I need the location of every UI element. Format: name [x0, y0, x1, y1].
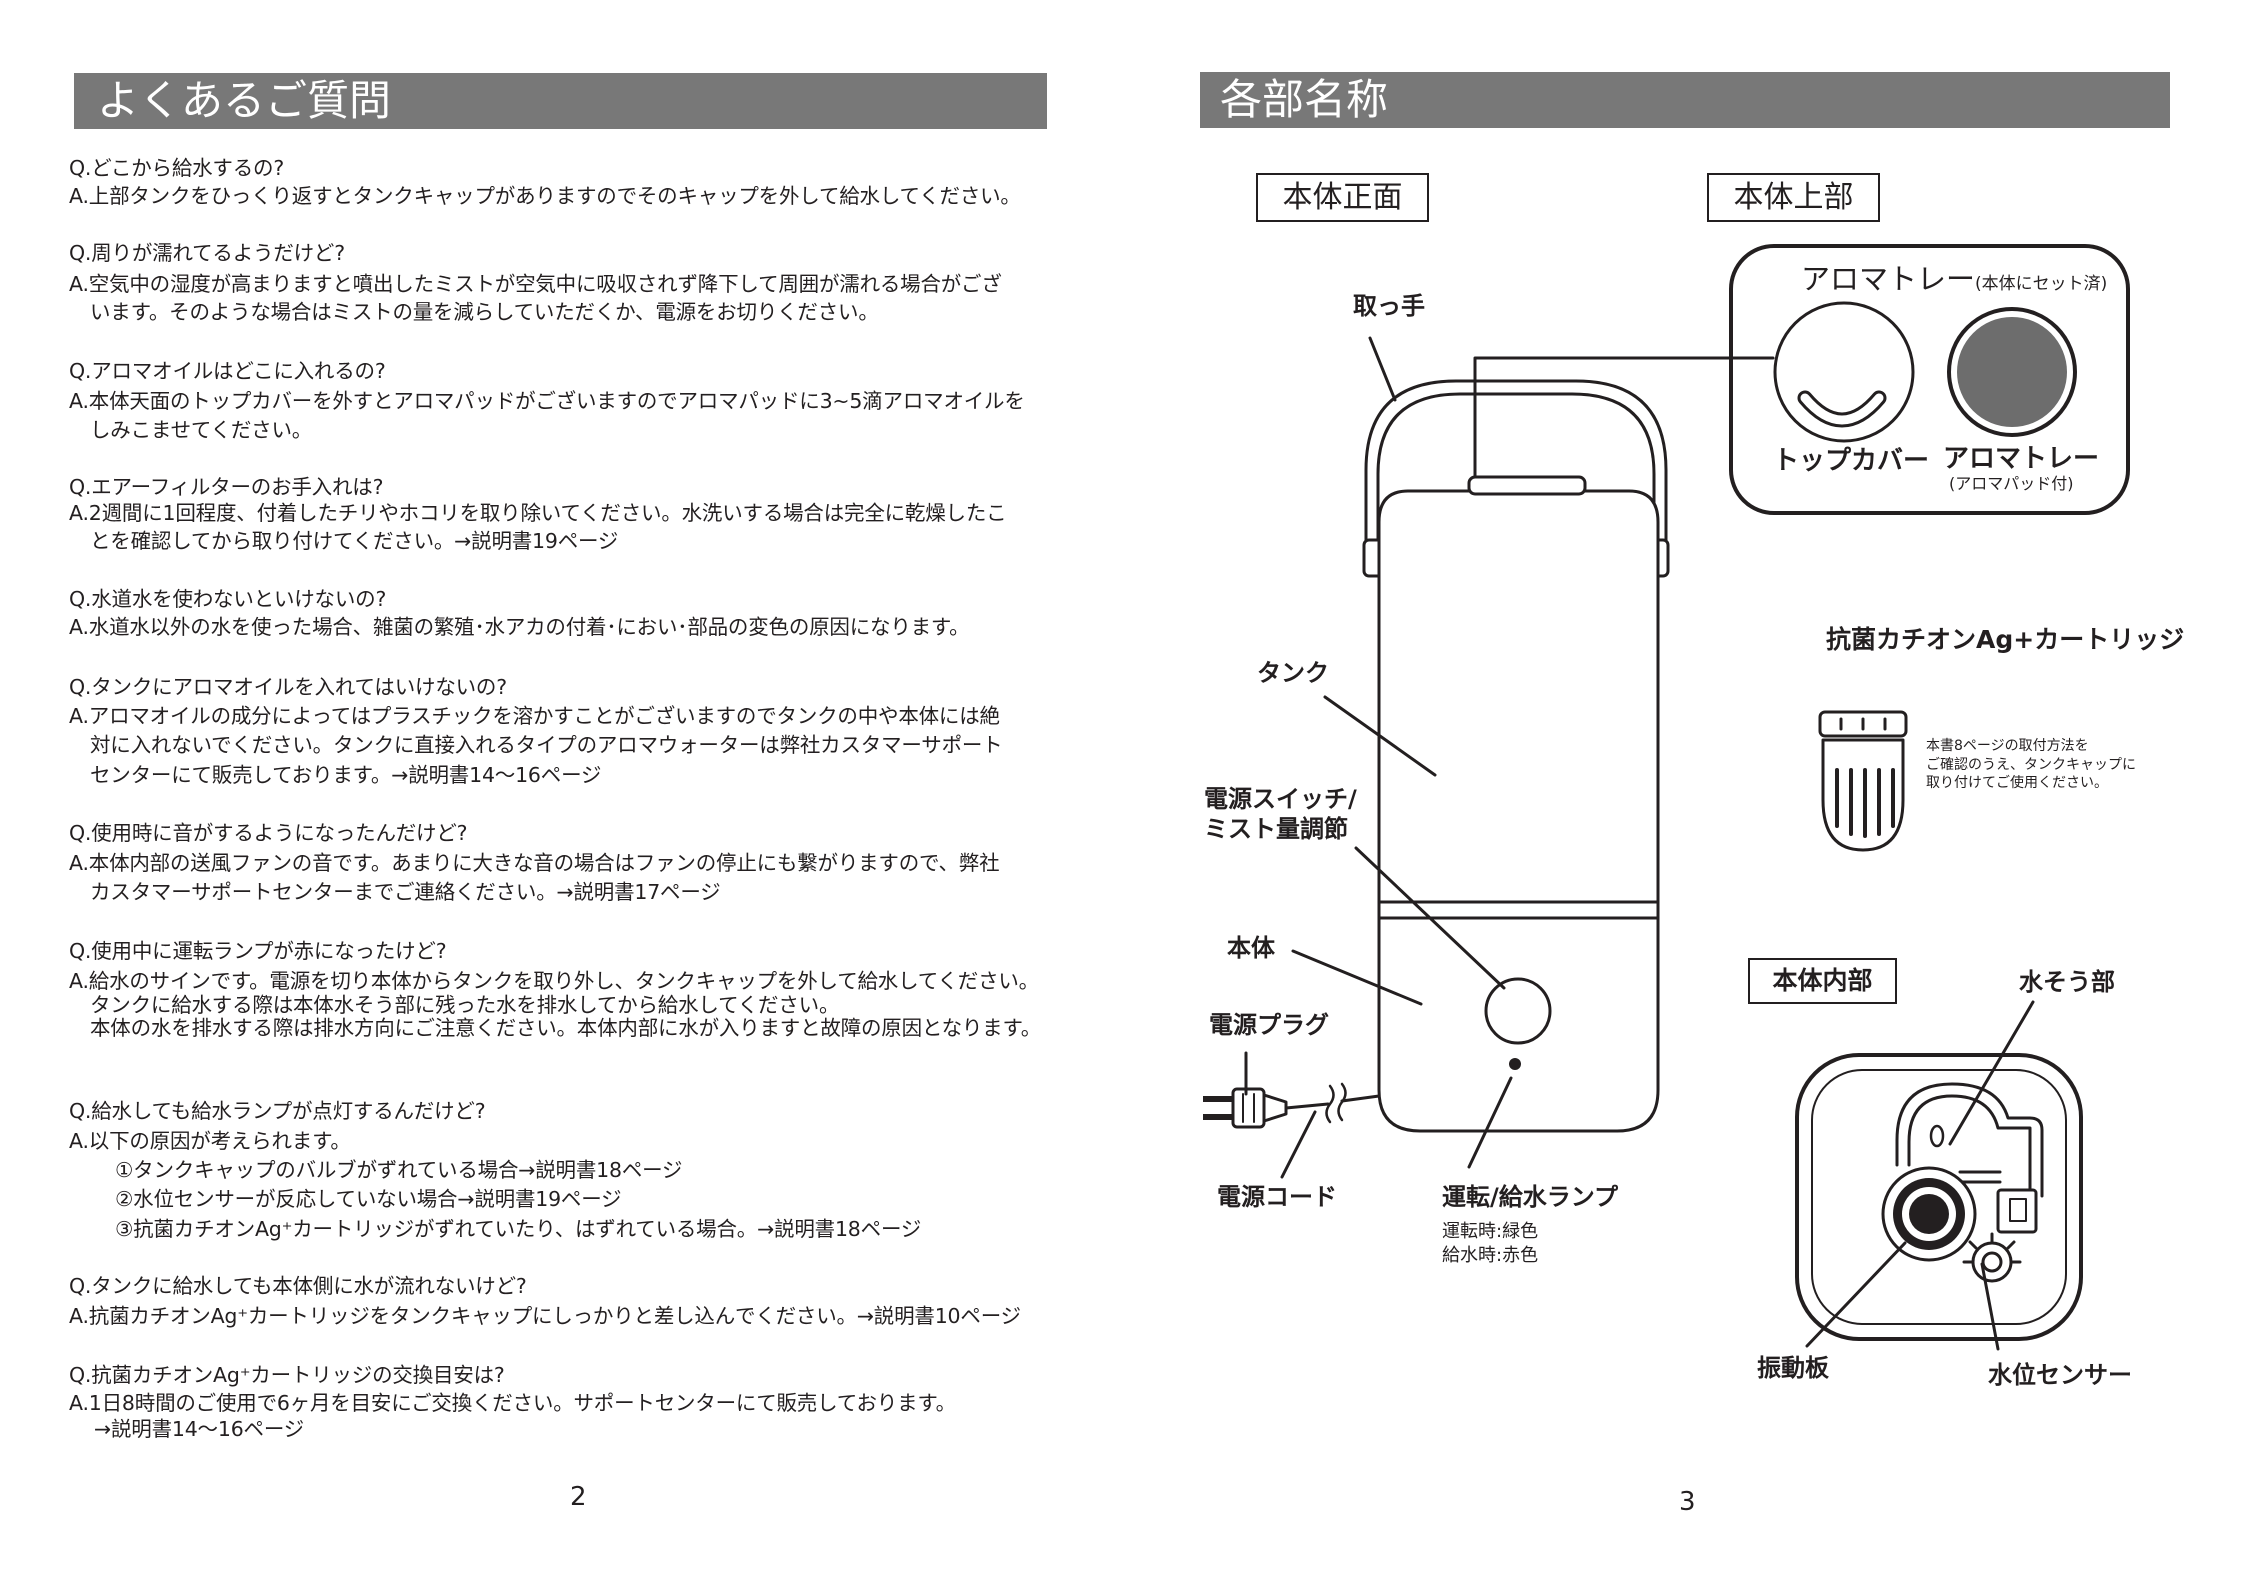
faq-answer: A.抗菌カチオンAg⁺カートリッジをタンクキャップにしっかりと差し込んでください…: [69, 1304, 1021, 1328]
body-label: 本体: [1227, 934, 1275, 962]
top-cover-circle: [1773, 301, 1915, 443]
faq-answer: A.本体内部の送風ファンの音です。あまりに大きな音の場合はファンの停止にも繋がり…: [69, 851, 1000, 875]
faq-question: Q.タンクに給水しても本体側に水が流れないけど?: [69, 1274, 527, 1298]
faq-answer-item: ③抗菌カチオンAg⁺カートリッジがずれていたり、はずれている場合。→説明書18ペ…: [115, 1217, 922, 1241]
cartridge-drawing: [1818, 710, 1908, 852]
aroma-tray-label: アロマトレー: [1943, 444, 2100, 474]
faq-question: Q.使用中に運転ランプが赤になったけど?: [69, 939, 447, 963]
front-view-title: 本体正面: [1256, 173, 1429, 222]
water-tank-area-label: 水そう部: [2019, 968, 2115, 996]
faq-question: Q.タンクにアロマオイルを入れてはいけないの?: [69, 675, 507, 699]
faq-answer: います。そのような場合はミストの量を減らしていただくか、電源をお切りください。: [90, 300, 879, 324]
faq-answer: A.アロマオイルの成分によってはプラスチックを溶かすことがございますのでタンクの…: [69, 704, 1000, 728]
faq-question: Q.給水しても給水ランプが点灯するんだけど?: [69, 1099, 486, 1123]
page-number: 3: [1679, 1487, 1696, 1517]
cartridge-note: 取り付けてご使用ください。: [1926, 775, 2108, 791]
faq-answer-item: ①タンクキャップのバルブがずれている場合→説明書18ページ: [115, 1158, 683, 1182]
faq-question: Q.アロマオイルはどこに入れるの?: [69, 359, 386, 383]
faq-question: Q.抗菌カチオンAg⁺カートリッジの交換目安は?: [69, 1363, 505, 1387]
cartridge-note: 本書8ページの取付方法を: [1926, 738, 2089, 754]
page-number: 2: [570, 1482, 587, 1512]
aroma-tray-heading: アロマトレー(本体にセット済): [1801, 262, 2107, 301]
aroma-tray-heading-label: アロマトレー: [1801, 262, 1976, 296]
faq-answer: 対に入れないでください。タンクに直接入れるタイプのアロマウォーターは弊社カスタマ…: [90, 733, 1003, 757]
faq-answer: A.水道水以外の水を使った場合、雑菌の繁殖･水アカの付着･におい･部品の変色の原…: [69, 615, 970, 639]
aroma-tray-circle: [1947, 307, 2077, 437]
faq-answer: タンクに給水する際は本体水そう部に残った水を排水してから給水してください。: [90, 993, 840, 1017]
top-panel-frame: [1729, 244, 2130, 515]
lamp-water-note: 給水時:赤色: [1442, 1245, 1539, 1266]
faq-answer: 本体の水を排水する際は排水方向にご注意ください。本体内部に水が入りますと故障の原…: [90, 1016, 1042, 1040]
faq-question: Q.水道水を使わないといけないの?: [69, 587, 387, 611]
inside-leader-lines: [1805, 1000, 2035, 1351]
leader-line: [1473, 356, 1775, 479]
vibration-plate: [1881, 1166, 1977, 1262]
faq-answer: A.以下の原因が考えられます。: [69, 1129, 351, 1153]
faq-answer: しみこませてください。: [90, 418, 313, 442]
faq-answer: センターにて販売しております。→説明書14～16ページ: [90, 763, 602, 787]
faq-question: Q.エアーフィルターのお手入れは?: [69, 475, 384, 499]
switch-label-line1: 電源スイッチ/: [1204, 785, 1357, 813]
faq-answer-item: ②水位センサーが反応していない場合→説明書19ページ: [115, 1187, 622, 1211]
faq-question: Q.周りが濡れてるようだけど?: [69, 241, 345, 265]
faq-answer: A.空気中の湿度が高まりますと噴出したミストが空気中に吸収されず降下して周囲が濡…: [69, 272, 1002, 296]
faq-answer: A.1日8時間のご使用で6ヶ月を目安にご交換ください。サポートセンターにて販売し…: [69, 1391, 956, 1415]
water-sensor-label: 水位センサー: [1988, 1361, 2132, 1389]
top-cover-label: トップカバー: [1773, 446, 1930, 476]
plug-label: 電源プラグ: [1209, 1011, 1329, 1039]
switch-label-line2: ミスト量調節: [1204, 815, 1348, 843]
parts-header: 各部名称: [1200, 72, 2170, 128]
faq-answer: A.2週間に1回程度、付着したチリやホコリを取り除いてください。水洗いする場合は…: [69, 501, 1007, 525]
vibration-plate-label: 振動板: [1757, 1354, 1829, 1382]
faq-answer: とを確認してから取り付けてください。→説明書19ページ: [90, 529, 619, 553]
faq-answer: カスタマーサポートセンターまでご連絡ください。→説明書17ページ: [90, 880, 721, 904]
power-switch-dial: [1484, 977, 1552, 1045]
top-view-title: 本体上部: [1707, 173, 1880, 222]
aroma-tray-heading-note: (本体にセット済): [1975, 274, 2108, 294]
tank-label: タンク: [1257, 659, 1329, 687]
aroma-tray-note: (アロマパッド付): [1949, 474, 2074, 493]
inside-drawing: [1795, 1053, 2083, 1341]
tank-body-drawing: [1377, 475, 1660, 1133]
faq-question: Q.どこから給水するの?: [69, 156, 285, 180]
cartridge-title: 抗菌カチオンAg+カートリッジ: [1826, 625, 2185, 654]
faq-answer: A.上部タンクをひっくり返すとタンクキャップがありますのでそのキャップを外して給…: [69, 184, 1021, 208]
top-cap: [1467, 475, 1587, 496]
faq-question: Q.使用時に音がするようになったんだけど?: [69, 821, 468, 845]
handle-label: 取っ手: [1353, 292, 1425, 320]
inside-view-title: 本体内部: [1748, 958, 1897, 1004]
lamp-label: 運転/給水ランプ: [1442, 1183, 1619, 1211]
sensor-bracket: [1996, 1188, 2038, 1234]
power-cord-drawing: [1284, 1082, 1381, 1124]
cord-label: 電源コード: [1217, 1183, 1337, 1211]
faq-answer: A.本体天面のトップカバーを外すとアロマパッドがございますのでアロマパッドに3~…: [69, 389, 1025, 413]
lamp-run-note: 運転時:緑色: [1442, 1221, 1539, 1242]
faq-header: よくあるご質問: [74, 73, 1047, 129]
lamp-indicator: [1509, 1058, 1521, 1070]
faq-answer: A.給水のサインです。電源を切り本体からタンクを取り外し、タンクキャップを外して…: [69, 969, 1039, 993]
front-leader-lines: [1244, 336, 1513, 1179]
power-plug-drawing: [1203, 1087, 1288, 1129]
cartridge-note: ご確認のうえ、タンクキャップに: [1926, 757, 2136, 773]
faq-answer: →説明書14～16ページ: [94, 1417, 305, 1441]
